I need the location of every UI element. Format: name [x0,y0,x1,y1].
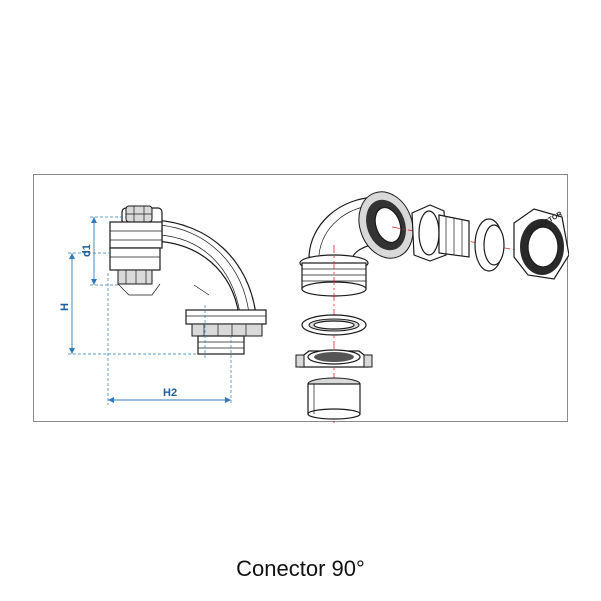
dimension-label-d1: d1 [81,244,93,257]
drawing-frame: d1 H H2 [33,174,569,423]
elbow-side-view [109,205,267,355]
end-cap [307,377,361,420]
technical-drawing: d1 H H2 [59,191,569,423]
dimension-label-h: H [59,303,71,311]
figure-caption: Conector 90° [236,556,365,581]
conduit-fitting-assembly: CONECTOR [391,204,569,280]
dimension-lines [68,216,232,405]
dimension-label-h2: H2 [163,387,177,399]
sealing-ring [301,314,367,336]
lock-nut [295,349,373,368]
elbow-perspective-view [299,191,414,423]
